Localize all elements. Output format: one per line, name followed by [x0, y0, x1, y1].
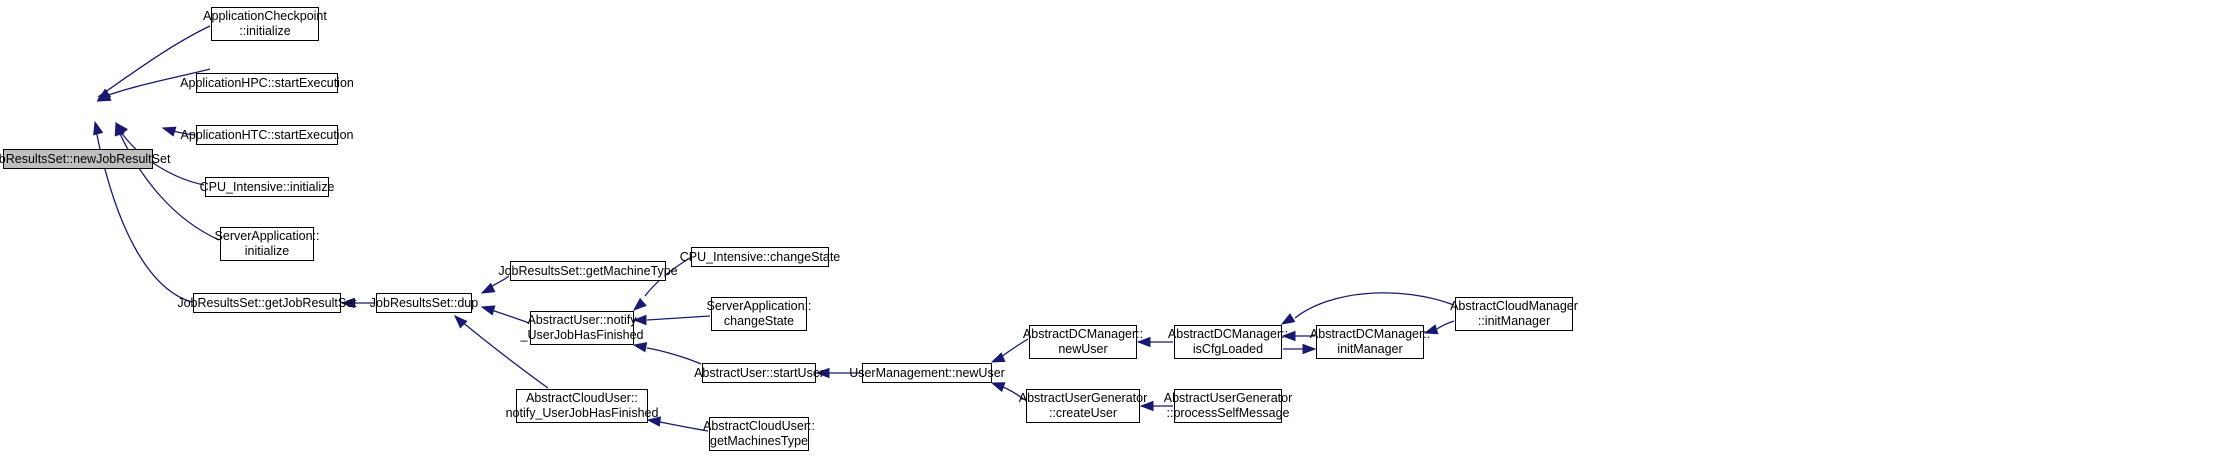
edge-dup-getjobresultset-arrowhead — [340, 297, 355, 309]
edge-appcheckpoint — [97, 25, 211, 98]
edge-serverapp — [115, 124, 220, 241]
node-label-line2: ::initialize — [239, 24, 291, 38]
node-label-line1: AbstractUserGenerator — [1163, 391, 1293, 405]
edge-initmanager-iscfgloaded-arrowhead — [1281, 330, 1296, 342]
edge-processselfmessage-createuser-arrowhead — [1139, 400, 1154, 412]
node-label: AbstractUser::startUser — [694, 365, 824, 380]
node-label: JobResultsSet::dup — [369, 295, 479, 310]
node-applicationhpc-startexecution[interactable]: ApplicationHPC::startExecution — [180, 73, 354, 93]
node-label-line1: AbstractCloudUser:: — [526, 391, 638, 405]
node-label-line2: isCfgLoaded — [1192, 342, 1264, 356]
node-abstractuser-notify-userjobhasfinished[interactable]: AbstractUser::notify _UserJobHasFinished — [521, 311, 644, 345]
node-jobresultsset-newjobresultset: JobResultsSet::newJobResultSet — [0, 149, 170, 169]
node-label: UserManagement::newUser — [849, 365, 1005, 380]
edge-cloudinitmanager-iscfgloaded — [1294, 292, 1455, 319]
node-cpu-intensive-initialize[interactable]: CPU_Intensive::initialize — [200, 177, 334, 197]
node-jobresultsset-dup[interactable]: JobResultsSet::dup — [370, 293, 478, 313]
node-label-line1: AbstractDCManager:: — [1022, 327, 1144, 341]
edge-serverapp-arrowhead — [114, 121, 125, 137]
edge-getmachinestype-cloudnotify-arrowhead — [646, 416, 662, 427]
node-abstractusergenerator-processselfmessage[interactable]: AbstractUserGenerator ::processSelfMessa… — [1164, 389, 1292, 423]
node-label-line1: AbstractCloudManager — [1450, 299, 1578, 313]
node-label-line1: ServerApplication:: — [706, 299, 812, 313]
node-label-line2: changeState — [723, 314, 795, 328]
node-abstractdcmanager-initmanager[interactable]: AbstractDCManager:: initManager — [1310, 325, 1430, 359]
edge-cpuchangestate-notify-arrowhead — [632, 297, 647, 311]
edge-cpuintensive — [115, 124, 205, 186]
edge-apphtc-arrowhead — [161, 126, 177, 137]
node-abstractdcmanager-newuser[interactable]: AbstractDCManager:: newUser — [1023, 325, 1143, 359]
node-label: JobResultsSet::newJobResultSet — [0, 151, 171, 166]
edge-startuser-notify-arrowhead — [632, 342, 648, 353]
edge-cloudinitmanager-iscfgloaded-arrowhead — [1280, 313, 1296, 325]
node-abstractuser-startuser[interactable]: AbstractUser::startUser — [694, 363, 824, 383]
edge-cloudnotify-dup — [454, 315, 549, 389]
node-usermanagement-newuser[interactable]: UserManagement::newUser — [849, 363, 1005, 383]
node-label-line1: AbstractDCManager:: — [1309, 327, 1431, 341]
edge-getmachinetype-dup-arrowhead — [480, 282, 496, 294]
node-abstractclouduser-notify-userjobhasfinished[interactable]: AbstractCloudUser:: notify_UserJobHasFin… — [506, 389, 658, 423]
edge-apphpc-arrowhead — [96, 91, 112, 102]
node-label: ApplicationHTC::startExecution — [180, 127, 354, 142]
node-abstractcloudmanager-initmanager[interactable]: AbstractCloudManager ::initManager — [1450, 297, 1578, 331]
edge-notify-dup-arrowhead — [480, 305, 496, 316]
node-label-line2: ::processSelfMessage — [1166, 406, 1290, 420]
node-serverapplication-initialize[interactable]: ServerApplication:: initialize — [215, 227, 319, 261]
node-label-line2: newUser — [1058, 342, 1108, 356]
edge-getjobresultset-arrowhead — [93, 120, 104, 136]
edge-iscfgloaded-initmanager-arrowhead — [1302, 343, 1317, 355]
node-label-line2: getMachinesType — [710, 434, 808, 448]
node-jobresultsset-getmachinetype[interactable]: JobResultsSet::getMachineType — [498, 261, 678, 281]
node-abstractdcmanager-iscfgloaded[interactable]: AbstractDCManager:: isCfgLoaded — [1168, 325, 1288, 359]
edge-iscfgloaded-dcnewuser-arrowhead — [1136, 336, 1151, 348]
node-label: JobResultsSet::getJobResultSet — [177, 295, 357, 310]
node-label-line2: _UserJobHasFinished — [520, 328, 644, 342]
edge-serverchangestate-notify — [646, 315, 711, 321]
edge-cloudnotify-dup-arrowhead — [453, 314, 468, 329]
edge-serverchangestate-notify-arrowhead — [632, 314, 647, 326]
node-cpu-intensive-changestate[interactable]: CPU_Intensive::changeState — [680, 247, 840, 267]
node-label: JobResultsSet::getMachineType — [498, 263, 678, 278]
node-label-line2: ::initManager — [1477, 314, 1551, 328]
edge-startuser-notify — [646, 347, 702, 365]
node-abstractusergenerator-createuser[interactable]: AbstractUserGenerator ::createUser — [1019, 389, 1147, 423]
node-label-line1: ApplicationCheckpoint — [203, 9, 327, 23]
node-jobresultsset-getjobresultset[interactable]: JobResultsSet::getJobResultSet — [177, 293, 357, 313]
node-applicationhtc-startexecution[interactable]: ApplicationHTC::startExecution — [181, 125, 354, 145]
node-label-line1: AbstractUserGenerator — [1018, 391, 1148, 405]
node-label-line1: AbstractCloudUser:: — [703, 419, 815, 433]
node-label-line2: initialize — [244, 244, 290, 258]
edge-cloudinitmanager-initmanager-arrowhead — [1423, 324, 1439, 335]
node-applicationcheckpoint-initialize[interactable]: ApplicationCheckpoint ::initialize — [203, 7, 327, 41]
node-label: CPU_Intensive::changeState — [679, 249, 841, 264]
edge-cloudinitmanager-initmanager — [1436, 320, 1455, 330]
node-label-line2: ::createUser — [1048, 406, 1118, 420]
node-label: CPU_Intensive::initialize — [199, 179, 335, 194]
edge-dcnewuser-usermgmt-arrowhead — [990, 352, 1006, 363]
node-label-line1: AbstractUser::notify — [527, 313, 637, 327]
edge-createuser-usermgmt-arrowhead — [990, 382, 1006, 393]
node-label-line2: notify_UserJobHasFinished — [505, 406, 659, 420]
node-label-line1: ServerApplication:: — [214, 229, 320, 243]
edge-usermgmt-startuser-arrowhead — [815, 367, 830, 379]
node-abstractclouduser-getmachinestype[interactable]: AbstractCloudUser:: getMachinesType — [703, 417, 815, 451]
node-label-line1: AbstractDCManager:: — [1167, 327, 1289, 341]
edge-getmachinestype-cloudnotify — [659, 421, 709, 432]
node-label-line2: initManager — [1337, 342, 1403, 356]
node-label: ApplicationHPC::startExecution — [180, 75, 354, 90]
node-serverapplication-changestate[interactable]: ServerApplication:: changeState — [707, 297, 811, 331]
